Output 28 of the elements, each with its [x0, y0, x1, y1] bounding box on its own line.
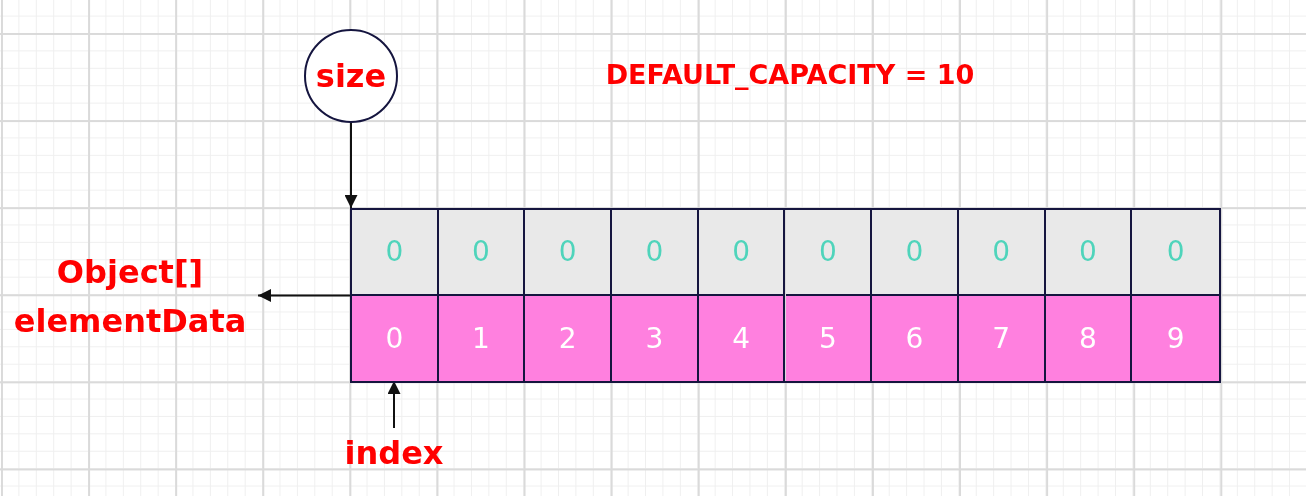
- value-cell: 0: [438, 210, 526, 296]
- value-cell: 0: [872, 210, 959, 296]
- array-box: [350, 208, 1221, 383]
- value-cell: 0: [525, 210, 613, 296]
- index-cell: 2: [525, 295, 613, 381]
- arrow: [387, 380, 401, 429]
- index-cell: 6: [872, 295, 959, 381]
- index-label: index: [334, 428, 454, 478]
- value-cell: 0: [1132, 210, 1219, 296]
- value-cell: 0: [1045, 210, 1133, 296]
- index-cell: 5: [785, 295, 873, 381]
- value-cell: 0: [785, 210, 873, 296]
- constant-label: DEFAULT_CAPACITY = 10: [604, 58, 976, 92]
- value-cell: 0: [698, 210, 786, 296]
- value-cell: 0: [612, 210, 699, 296]
- index-cell: 0: [352, 295, 439, 381]
- index-cell: 9: [1132, 295, 1219, 381]
- value-cell: 0: [352, 210, 439, 296]
- value-cell: 0: [958, 210, 1046, 296]
- index-cell: 7: [958, 295, 1046, 381]
- size-circle: size: [304, 29, 398, 123]
- index-cell: 8: [1045, 295, 1133, 381]
- index-cell: 1: [438, 295, 526, 381]
- index-cell: 3: [612, 295, 699, 381]
- arrow: [257, 289, 351, 302]
- arrow: [344, 122, 358, 209]
- index-cell: 4: [698, 295, 786, 381]
- variable-label: Object[] elementData: [2, 248, 258, 346]
